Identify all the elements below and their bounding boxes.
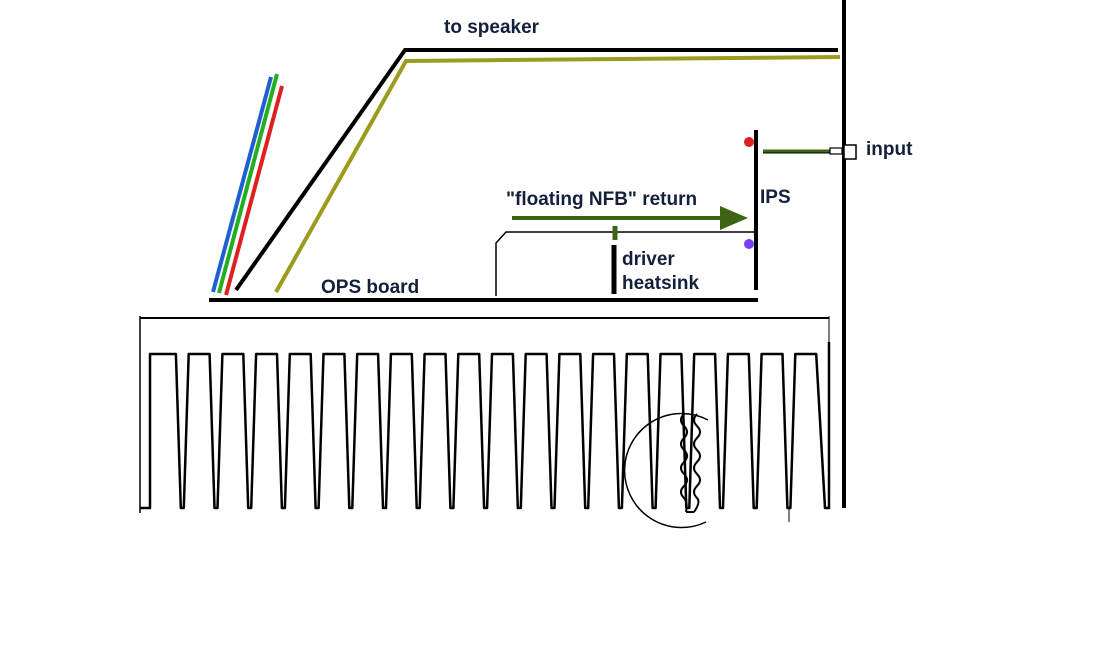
output-device-mount bbox=[623, 412, 790, 529]
driver-bracket-outline bbox=[495, 231, 756, 296]
speaker-wire-return bbox=[274, 55, 841, 293]
supply-wire-green bbox=[217, 73, 279, 294]
heatsink-fins bbox=[140, 342, 831, 510]
ips-red-dot bbox=[744, 137, 754, 147]
mount-circle bbox=[623, 412, 709, 529]
floating-nfb-label: "floating NFB" return bbox=[506, 189, 698, 210]
ops-board-label: OPS board bbox=[321, 277, 420, 298]
ips-label: IPS bbox=[760, 187, 791, 208]
input-connector bbox=[843, 144, 857, 160]
speaker-wire-hot bbox=[234, 48, 838, 292]
driver-heatsink-label-line2: heatsink bbox=[622, 273, 700, 294]
input-label: input bbox=[866, 139, 913, 160]
supply-wire-red bbox=[224, 85, 284, 296]
input-connector-stub bbox=[829, 147, 843, 155]
nfb-arrowhead bbox=[720, 206, 748, 230]
to-speaker-label: to speaker bbox=[444, 17, 540, 38]
ips-purple-dot bbox=[744, 239, 754, 249]
supply-wire-blue bbox=[211, 76, 273, 293]
mount-screw-slot bbox=[680, 413, 701, 513]
driver-heatsink-label-line1: driver bbox=[622, 249, 675, 270]
main-heatsink bbox=[139, 316, 831, 513]
